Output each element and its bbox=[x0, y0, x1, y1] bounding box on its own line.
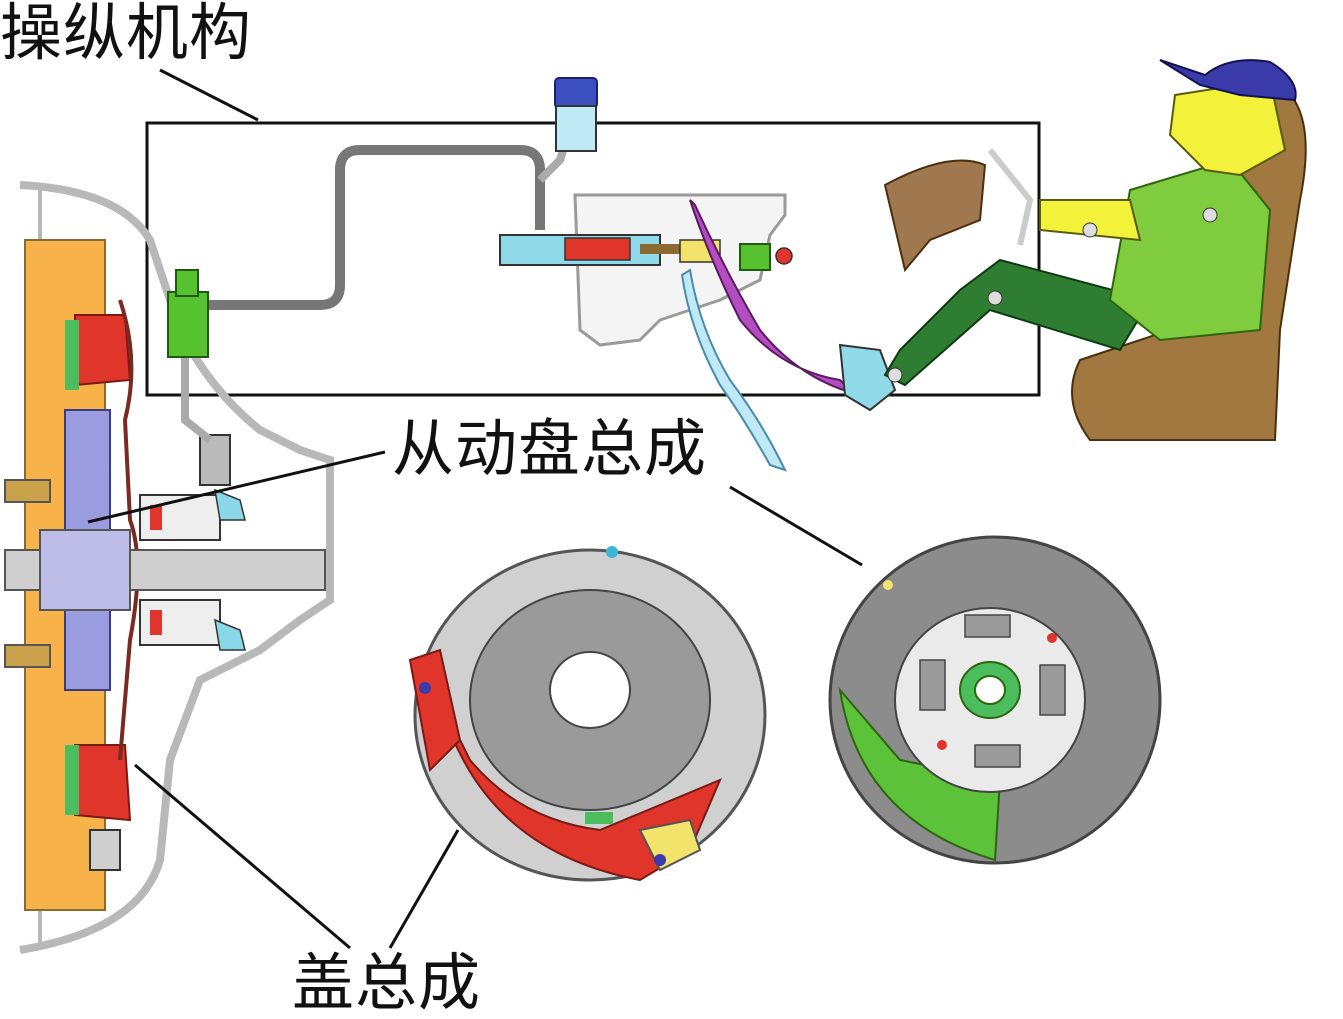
leader-line-cover-left bbox=[134, 763, 351, 950]
cap bbox=[1159, 59, 1297, 102]
hydraulic-line bbox=[167, 128, 574, 444]
label-cover-assembly: 盖总成 bbox=[292, 946, 482, 1019]
driven-disc bbox=[828, 535, 1162, 865]
label-driven-disc-assembly: 从动盘总成 bbox=[392, 412, 708, 485]
leader-line-cover-right bbox=[388, 829, 460, 949]
clutch-pedal bbox=[680, 199, 897, 472]
label-operating-mechanism: 操纵机构 bbox=[0, 0, 253, 69]
driver-shirt bbox=[1108, 158, 1272, 342]
driver-figure bbox=[883, 59, 1307, 441]
reservoir bbox=[554, 77, 598, 152]
slave-cylinder-fitting bbox=[167, 291, 209, 358]
pressure-plate-cover bbox=[408, 546, 767, 882]
clutch-cross-section bbox=[4, 181, 334, 954]
leader-line-driven-disc-left bbox=[87, 450, 386, 524]
leader-line-driven-disc-right bbox=[729, 485, 863, 567]
leader-line-operating-mechanism bbox=[159, 68, 259, 122]
pressure-plate-upper bbox=[74, 314, 132, 387]
